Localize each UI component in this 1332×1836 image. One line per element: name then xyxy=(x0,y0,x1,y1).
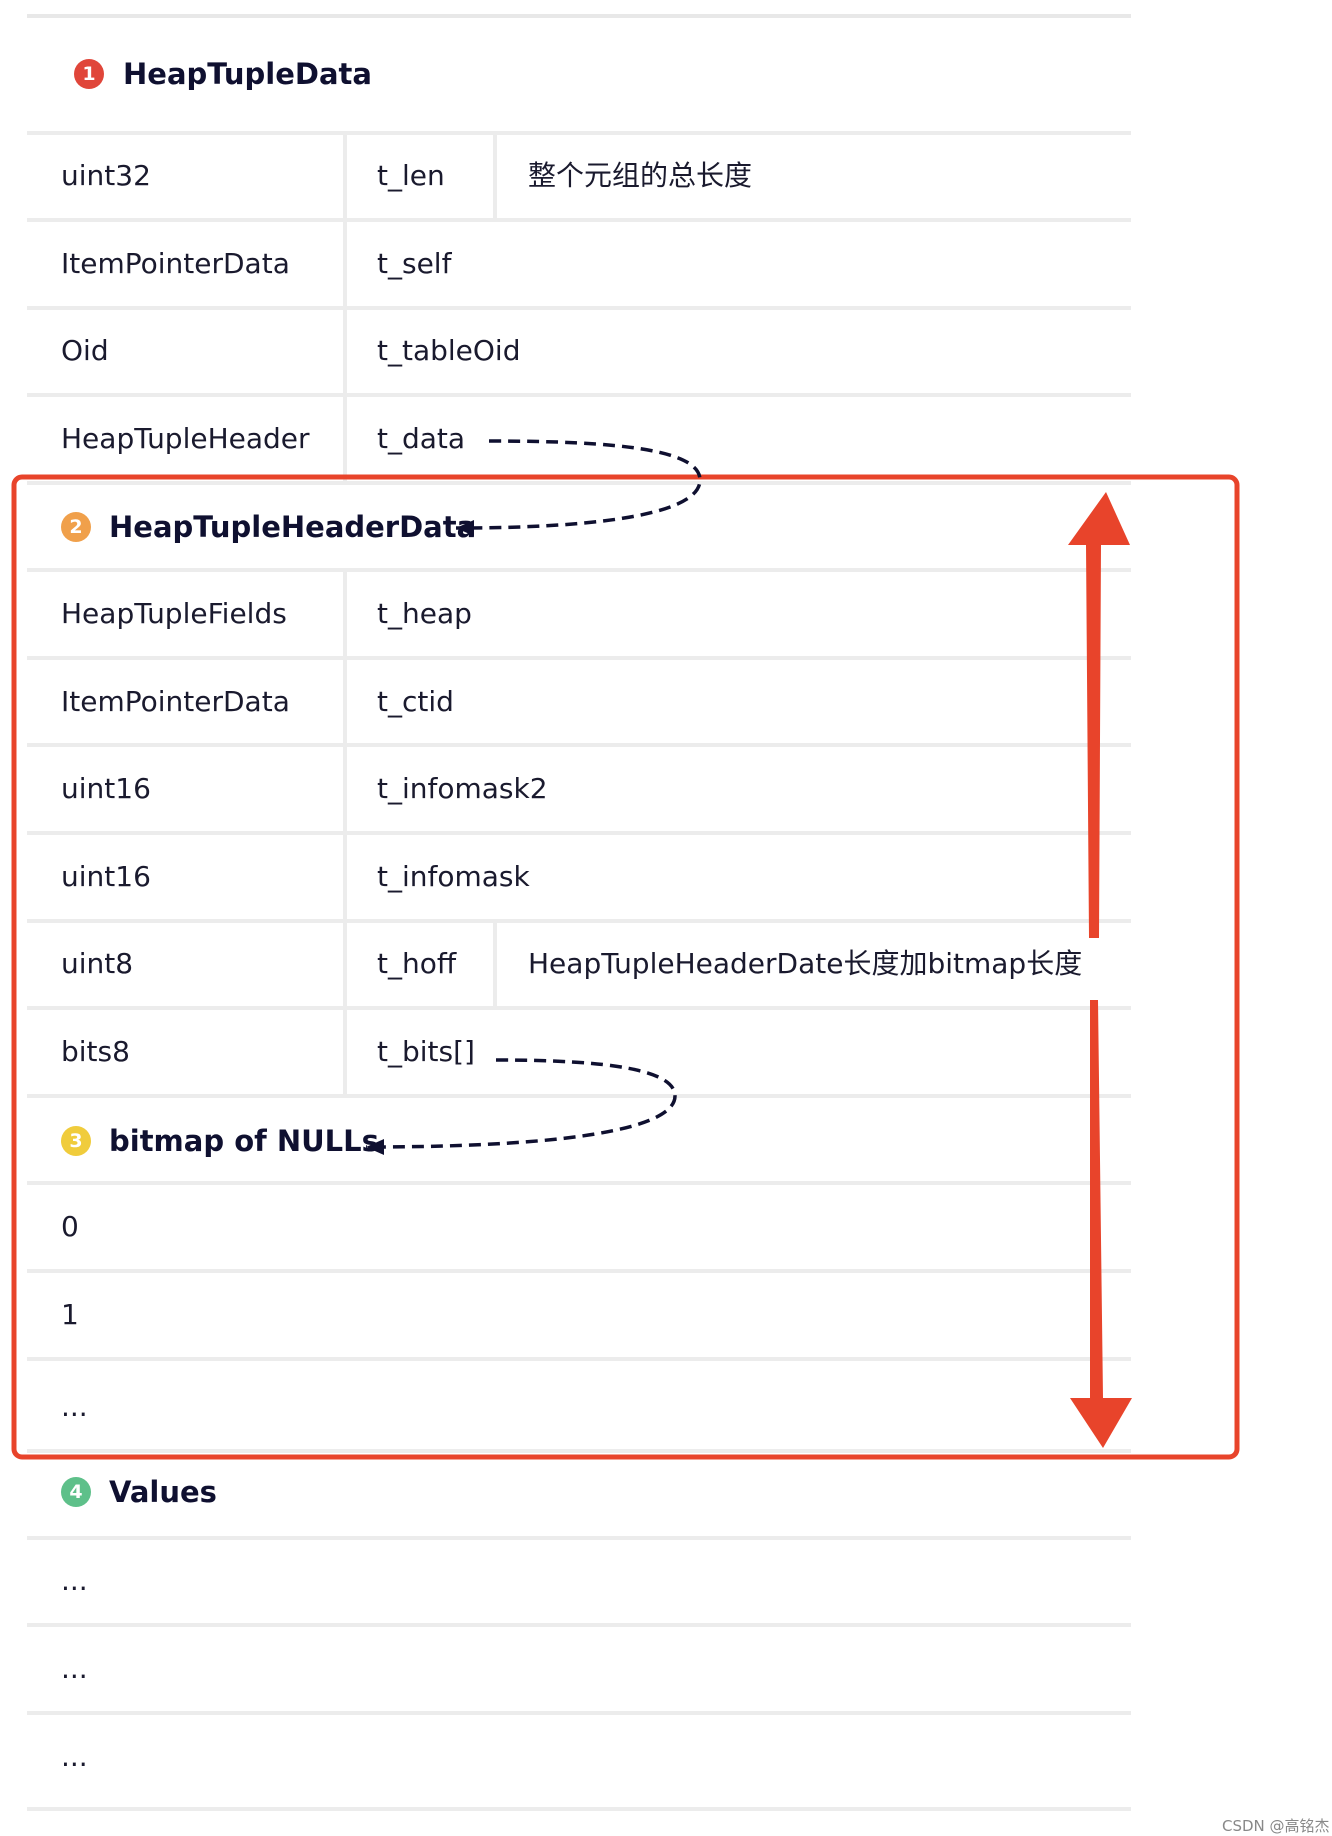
length-arrow-up xyxy=(1068,492,1130,938)
table-row xyxy=(27,310,1131,397)
field-cell: t_hoff xyxy=(377,947,457,980)
type-cell: ItemPointerData xyxy=(61,685,290,718)
type-cell: uint16 xyxy=(61,772,151,805)
table-top-border xyxy=(27,14,1131,18)
section-4-badge: 4 xyxy=(61,1477,91,1507)
type-cell: ItemPointerData xyxy=(61,247,290,280)
bitmap-value: ... xyxy=(61,1390,88,1423)
field-cell: t_data xyxy=(377,422,466,455)
type-cell: bits8 xyxy=(61,1035,130,1068)
list-item xyxy=(27,1185,1131,1273)
section-2-title: HeapTupleHeaderData xyxy=(109,510,477,544)
list-item xyxy=(27,1715,1131,1811)
field-cell: t_infomask2 xyxy=(377,772,548,805)
type-cell: HeapTupleFields xyxy=(61,597,287,630)
field-cell: t_self xyxy=(377,247,452,280)
table-row xyxy=(27,222,1131,310)
watermark: CSDN @高铭杰 xyxy=(1222,1817,1330,1835)
type-cell: uint32 xyxy=(61,159,151,192)
table-row xyxy=(27,397,1131,485)
section-header-row xyxy=(27,485,1131,572)
section-1-title: HeapTupleData xyxy=(123,57,372,91)
pointer-arrowhead xyxy=(456,520,474,536)
length-arrow-down xyxy=(1070,1000,1132,1448)
table-row xyxy=(27,572,1131,660)
field-cell: t_infomask xyxy=(377,860,530,893)
value-cell: ... xyxy=(61,1740,88,1773)
column-divider xyxy=(343,135,347,485)
table-row xyxy=(27,1010,1131,1098)
table-row xyxy=(27,660,1131,747)
value-cell: ... xyxy=(61,1564,88,1597)
type-cell: uint16 xyxy=(61,860,151,893)
field-cell: t_tableOid xyxy=(377,334,521,367)
table-row xyxy=(27,835,1131,923)
table-row xyxy=(27,747,1131,835)
section-2-badge: 2 xyxy=(61,512,91,542)
section-header-row xyxy=(27,1098,1131,1185)
bitmap-value: 1 xyxy=(61,1298,79,1331)
section-header-row xyxy=(27,18,1131,135)
section-header-row xyxy=(27,1453,1131,1540)
list-item xyxy=(27,1361,1131,1453)
section-3-badge: 3 xyxy=(61,1126,91,1156)
field-cell: t_bits[] xyxy=(377,1035,475,1068)
list-item xyxy=(27,1273,1131,1361)
value-cell: ... xyxy=(61,1652,88,1685)
bitmap-value: 0 xyxy=(61,1210,79,1243)
pointer-arrow-t-bits xyxy=(365,1058,677,1149)
list-item xyxy=(27,1540,1131,1627)
table-row xyxy=(27,923,1131,1010)
type-cell: Oid xyxy=(61,334,109,367)
list-item xyxy=(27,1627,1131,1715)
type-cell: uint8 xyxy=(61,947,134,980)
description-cell: 整个元组的总长度 xyxy=(528,159,753,192)
column-divider xyxy=(343,572,347,1098)
field-cell: t_heap xyxy=(377,597,472,630)
field-cell: t_len xyxy=(377,159,445,192)
table-row xyxy=(27,135,1131,222)
section-4-title: Values xyxy=(109,1475,217,1509)
highlight-box xyxy=(11,474,1240,1460)
section-3-title: bitmap of NULLs xyxy=(109,1124,379,1158)
pointer-arrow-t-data xyxy=(455,439,702,530)
type-cell: HeapTupleHeader xyxy=(61,422,310,455)
pointer-arrowhead xyxy=(366,1139,384,1155)
description-cell: HeapTupleHeaderDate长度加bitmap长度 xyxy=(528,947,1083,980)
section-1-badge: 1 xyxy=(74,59,104,89)
column-divider xyxy=(493,923,497,1010)
column-divider xyxy=(493,135,497,222)
field-cell: t_ctid xyxy=(377,685,454,718)
